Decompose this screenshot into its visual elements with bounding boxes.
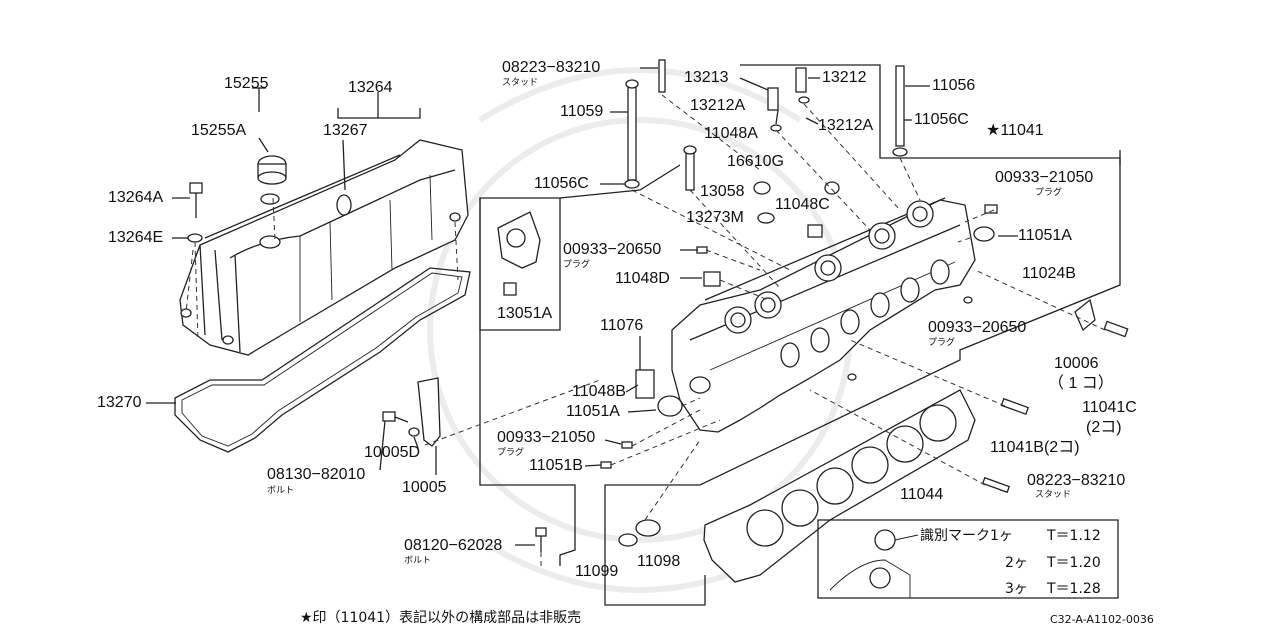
part-label-10006-qty: （ 1 コ）: [1048, 375, 1114, 392]
part-label-13213: 13213: [684, 69, 729, 86]
oil-filler-cap: [257, 155, 287, 205]
cylinder-head: [671, 197, 976, 433]
mark-table-t3: T＝1.28: [1047, 581, 1101, 597]
mark-table-t2: T＝1.20: [1047, 555, 1101, 571]
part-label-11041c: 11041C: [1082, 399, 1137, 416]
part-label-11076: 11076: [600, 317, 644, 334]
part-label-11056: 11056: [932, 77, 976, 94]
part-label-08223-83210-bottom: 08223−83210: [1027, 472, 1126, 489]
part-label-13267: 13267: [323, 122, 368, 139]
stud-sublabel-bottom: スタッド: [1035, 489, 1072, 499]
part-label-11059: 11059: [560, 103, 604, 120]
bearing-cap-inset: [479, 197, 561, 331]
part-label-11041b: 11041B(2コ): [990, 439, 1080, 456]
part-label-13212a-right: 13212A: [818, 117, 874, 134]
part-label-11051b: 11051B: [529, 457, 583, 474]
part-label-11048c: 11048C: [775, 196, 830, 213]
part-label-15255a: 15255A: [191, 122, 247, 139]
bolt-sublabel-1: ボルト: [267, 485, 295, 495]
part-label-11041c-qty: (2コ): [1086, 419, 1122, 436]
part-label-16610g: 16610G: [727, 153, 784, 170]
part-label-00933-20650-left: 00933−20650: [563, 241, 662, 258]
small-parts: [535, 59, 1129, 552]
part-label-11056c-left: 11056C: [534, 175, 589, 192]
assembly-dashed-lines: [185, 94, 1106, 566]
part-label-13212: 13212: [822, 69, 867, 86]
mark-table-t1: T＝1.12: [1047, 528, 1101, 544]
part-label-11048d: 11048D: [615, 270, 670, 287]
mark-table-mark3: 3ヶ: [1005, 581, 1028, 597]
part-label-11024b: 11024B: [1022, 265, 1076, 282]
part-label-11048b: 11048B: [572, 383, 626, 400]
part-label-13264e: 13264E: [108, 229, 164, 246]
part-label-11051a-left: 11051A: [566, 403, 620, 420]
part-label-11044: 11044: [900, 486, 944, 503]
mark-table-title: 識別マーク1ヶ: [920, 528, 1013, 544]
part-label-13058: 13058: [700, 183, 745, 200]
footer-note: ★印（11041）表記以外の構成部品は非販売: [300, 610, 582, 626]
part-label-11098: 11098: [637, 553, 681, 570]
part-label-11041-star: ★11041: [986, 122, 1044, 139]
plug-sublabel-r1: プラグ: [1035, 187, 1063, 197]
part-label-00933-21050-left: 00933−21050: [497, 429, 596, 446]
part-label-00933-21050-right: 00933−21050: [995, 169, 1094, 186]
part-label-11051a-right: 11051A: [1018, 227, 1072, 244]
plug-sublabel-r2: プラグ: [928, 337, 956, 347]
diagram-code: C32-A-A1102-0036: [1050, 613, 1154, 626]
part-label-00933-20650-right: 00933−20650: [928, 319, 1027, 336]
part-label-11056c-right: 11056C: [914, 111, 969, 128]
mark-table-mark2: 2ヶ: [1005, 555, 1028, 571]
valve-cover: [179, 139, 469, 356]
valve-cover-gasket: [174, 267, 471, 453]
part-label-15255: 15255: [224, 75, 269, 92]
part-label-08120-62028: 08120−62028: [404, 537, 503, 554]
cover-bolt-13264a: [187, 182, 203, 243]
part-label-11099: 11099: [575, 563, 619, 580]
part-label-13273m: 13273M: [686, 209, 744, 226]
group-boundary-lines: [479, 64, 1121, 606]
head-gasket: [703, 389, 976, 583]
part-label-13264: 13264: [348, 79, 393, 96]
plug-sublabel-l2: プラグ: [497, 447, 525, 457]
part-label-10006: 10006: [1054, 355, 1099, 372]
part-label-10005d: 10005D: [364, 444, 421, 461]
part-label-10005: 10005: [402, 479, 447, 496]
part-label-08223-83210-top: 08223−83210: [502, 59, 601, 76]
part-label-13212a-left: 13212A: [690, 97, 746, 114]
plug-sublabel-l1: プラグ: [563, 259, 591, 269]
bolt-sublabel-2: ボルト: [404, 555, 432, 565]
leader-lines: [146, 67, 1121, 546]
part-label-11048a: 11048A: [704, 125, 758, 142]
part-label-13270: 13270: [97, 394, 142, 411]
gasket-mark-inset: [817, 519, 1119, 599]
part-label-13264a: 13264A: [108, 189, 164, 206]
stud-sublabel-top: スタッド: [502, 77, 539, 87]
part-label-13051a: 13051A: [497, 305, 553, 322]
part-label-08130-82010: 08130−82010: [267, 466, 366, 483]
bracket-10005: [382, 377, 441, 447]
